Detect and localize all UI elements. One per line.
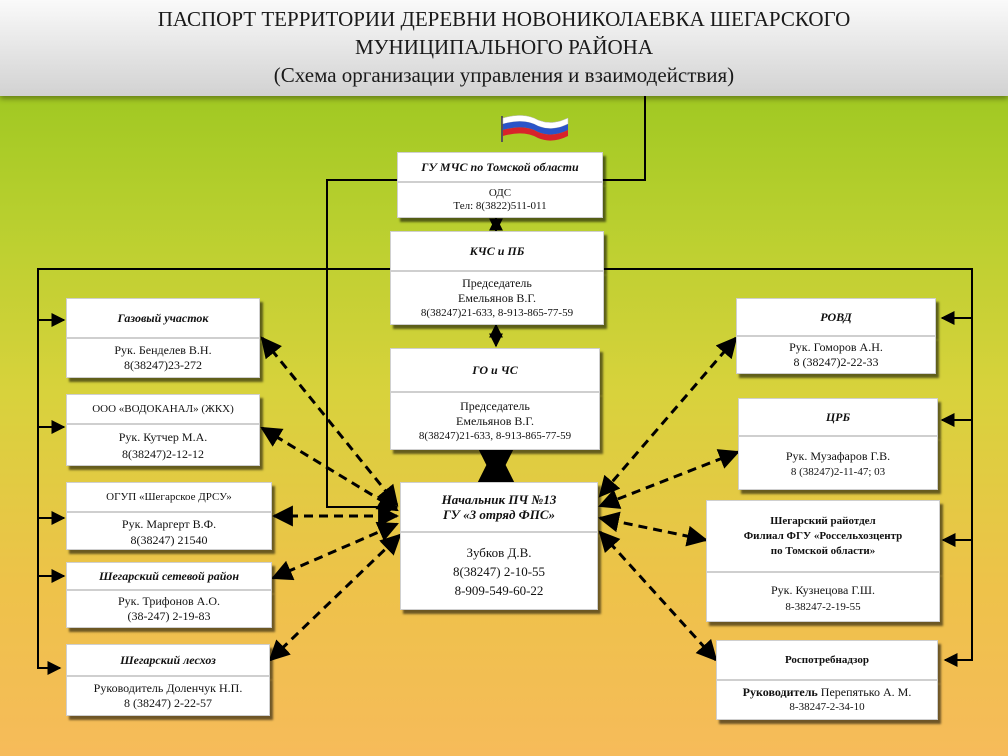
line-right-bus	[603, 268, 973, 667]
gas-title: Газовый участок	[117, 310, 209, 325]
go-name: Емельянов В.Г.	[456, 413, 534, 428]
grid-head: Рук. Трифонов А.О.	[118, 594, 220, 608]
gas-box: Газовый участок	[66, 298, 260, 338]
kchs-phone: 8(38247)21-633, 8-913-865-77-59	[420, 306, 574, 319]
dash-rayotdel-pch	[597, 511, 709, 547]
crb-head-box: Рук. Музафаров Г.В. 8 (38247)2-11-47; 03	[738, 436, 938, 490]
dash-grid-pch	[271, 521, 399, 581]
vodokanal-head-box: Рук. Кутчер М.А. 8(38247)2-12-12	[66, 424, 260, 466]
go-box: ГО и ЧС	[390, 348, 600, 392]
pch-title-1: Начальник ПЧ №13	[441, 492, 557, 507]
drsu-head-box: Рук. Маргерт В.Ф. 8(38247) 21540	[66, 512, 272, 550]
ods-label: ОДС	[488, 187, 512, 199]
go-role: Председатель	[460, 398, 530, 413]
rospotreb-title: Роспотребнадзор	[784, 653, 870, 666]
rayotdel-head: Рук. Кузнецова Г.Ш.	[770, 582, 876, 597]
rovd-head: Рук. Гоморов А.Н.	[789, 340, 883, 354]
grid-title: Шегарский сетевой район	[98, 568, 240, 583]
crb-box: ЦРБ	[738, 398, 938, 436]
forestry-title: Шегарский лесхоз	[120, 652, 216, 667]
kchs-role: Председатель	[462, 275, 532, 290]
rospotreb-head-name: Перепятько А. М.	[820, 685, 912, 699]
line-title-to-mchs	[603, 96, 646, 181]
drsu-box: ОГУП «Шегарское ДРСУ»	[66, 482, 272, 512]
title-line-2: МУНИЦИПАЛЬНОГО РАЙОНА	[354, 35, 654, 59]
dash-vodokanal-pch	[260, 426, 399, 512]
drsu-head: Рук. Маргерт В.Ф.	[121, 516, 217, 531]
forestry-head-box: Руководитель Доленчук Н.П. 8 (38247) 2-2…	[66, 676, 270, 716]
grid-box: Шегарский сетевой район	[66, 562, 272, 590]
rayotdel-phone: 8-38247-2-19-55	[785, 600, 861, 613]
gas-head: Рук. Бенделев В.Н.	[114, 343, 212, 357]
dash-crb-pch	[598, 449, 740, 509]
rospotreb-phone: 8-38247-2-34-10	[789, 701, 865, 713]
forestry-head: Руководитель Доленчук Н.П.	[93, 681, 243, 695]
kchs-name: Емельянов В.Г.	[458, 290, 536, 305]
pch-name: Зубков Д.В.	[466, 544, 532, 560]
rospotreb-head-line: Руководитель Перепятько А. М.	[743, 685, 912, 700]
gas-head-box: Рук. Бенделев В.Н. 8(38247)23-272	[66, 338, 260, 378]
crb-title: ЦРБ	[825, 409, 851, 424]
rospotreb-box: Роспотребнадзор	[716, 640, 938, 680]
crb-phone: 8 (38247)2-11-47; 03	[790, 465, 886, 478]
kchs-box: КЧС и ПБ	[390, 231, 604, 271]
russian-flag-icon	[501, 115, 569, 142]
rayotdel-line-1: Шегарский райотдел	[770, 514, 876, 527]
vodokanal-head: Рук. Кутчер М.А.	[118, 430, 208, 444]
rospotreb-head-box: Руководитель Перепятько А. М. 8-38247-2-…	[716, 680, 938, 720]
grid-head-box: Рук. Трифонов А.О. (38-247) 2-19-83	[66, 590, 272, 628]
rospotreb-head-label: Руководитель	[742, 685, 818, 699]
go-phone: 8(38247)21-633, 8-913-865-77-59	[418, 429, 572, 442]
rovd-box: РОВД	[736, 298, 936, 336]
rayotdel-box: Шегарский райотдел Филиал ФГУ «Россельхо…	[706, 500, 940, 572]
dash-gas-pch	[260, 336, 399, 507]
rovd-head-box: Рук. Гоморов А.Н. 8 (38247)2-22-33	[736, 336, 936, 374]
pch-title-2: ГУ «3 отряд ФПС»	[442, 507, 556, 522]
go-title: ГО и ЧС	[472, 362, 518, 377]
forestry-phone: 8 (38247) 2-22-57	[124, 696, 212, 710]
mchs-title: ГУ МЧС по Томской области	[421, 159, 579, 174]
vodokanal-box: ООО «ВОДОКАНАЛ» (ЖКХ)	[66, 394, 260, 424]
kchs-chair-box: Председатель Емельянов В.Г. 8(38247)21-6…	[390, 271, 604, 325]
go-chair-box: Председатель Емельянов В.Г. 8(38247)21-6…	[390, 392, 600, 450]
rayotdel-head-box: Рук. Кузнецова Г.Ш. 8-38247-2-19-55	[706, 572, 940, 622]
dash-forestry-pch	[268, 533, 402, 662]
drsu-phone: 8(38247) 21540	[130, 532, 208, 547]
drsu-title: ОГУП «Шегарское ДРСУ»	[106, 490, 232, 503]
rovd-phone: 8 (38247)2-22-33	[793, 355, 879, 369]
pch-head-box: Зубков Д.В. 8(38247) 2-10-55 8-909-549-6…	[400, 532, 598, 610]
pch-phone-2: 8-909-549-60-22	[454, 582, 544, 598]
line-mchs-to-pch	[326, 179, 400, 514]
rovd-title: РОВД	[820, 309, 852, 324]
mchs-box: ГУ МЧС по Томской области	[397, 152, 603, 182]
gas-phone: 8(38247)23-272	[124, 358, 202, 372]
pch-phone-1: 8(38247) 2-10-55	[452, 563, 546, 579]
title-banner: ПАСПОРТ ТЕРРИТОРИИ ДЕРЕВНИ НОВОНИКОЛАЕВК…	[0, 0, 1008, 96]
rayotdel-line-2: Филиал ФГУ «Россельхозцентр	[743, 529, 903, 542]
title-line-3: (Схема организации управления и взаимоде…	[273, 63, 735, 87]
ods-box: ОДС Тел: 8(3822)511-011	[397, 182, 603, 218]
vodokanal-title: ООО «ВОДОКАНАЛ» (ЖКХ)	[92, 402, 234, 415]
line-left-bus	[37, 268, 390, 675]
dash-rospotreb-pch	[598, 530, 718, 662]
ods-phone: Тел: 8(3822)511-011	[453, 200, 547, 212]
dash-rovd-pch	[598, 336, 738, 498]
kchs-title: КЧС и ПБ	[469, 243, 525, 258]
rayotdel-line-3: по Томской области»	[770, 544, 876, 557]
pch-box: Начальник ПЧ №13 ГУ «3 отряд ФПС»	[400, 482, 598, 532]
vodokanal-phone: 8(38247)2-12-12	[122, 447, 204, 461]
crb-head: Рук. Музафаров Г.В.	[785, 448, 891, 463]
title-line-1: ПАСПОРТ ТЕРРИТОРИИ ДЕРЕВНИ НОВОНИКОЛАЕВК…	[157, 7, 851, 31]
grid-phone: (38-247) 2-19-83	[127, 609, 211, 623]
forestry-box: Шегарский лесхоз	[66, 644, 270, 676]
